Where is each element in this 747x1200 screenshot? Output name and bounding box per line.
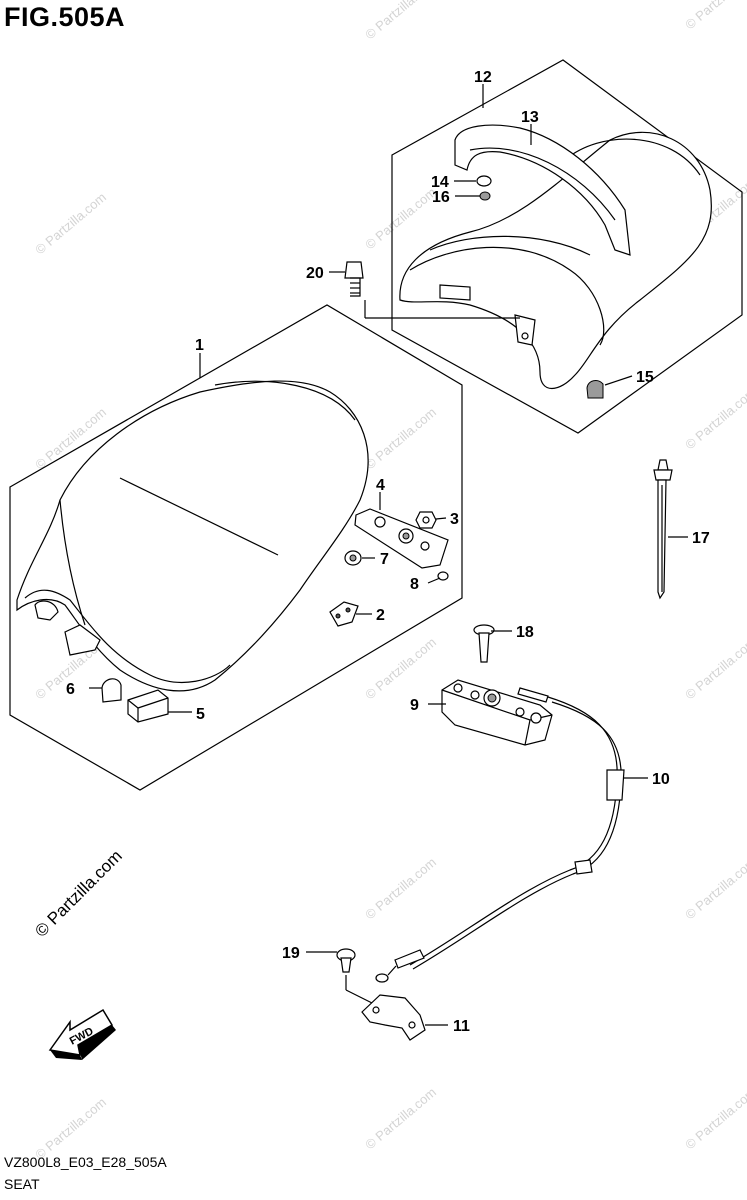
cable-sleeve	[574, 859, 593, 875]
watermark: © Partzilla.com	[682, 384, 747, 452]
watermark: © Partzilla.com	[32, 189, 109, 257]
rear-seat-seam	[564, 138, 701, 176]
front-seat-group	[9, 304, 463, 791]
watermark: © Partzilla.com	[682, 634, 747, 702]
watermark: © Partzilla.com	[362, 184, 439, 252]
callout-11: 11	[453, 1018, 470, 1035]
part-2-clip	[329, 601, 359, 627]
callout-7: 7	[380, 551, 389, 568]
front-seat-seam	[119, 477, 279, 556]
callout-12: 12	[474, 69, 492, 86]
callout-5: 5	[196, 706, 205, 723]
callout-6: 6	[66, 681, 75, 698]
callout-17: 17	[692, 530, 710, 547]
part-20-bolt	[344, 261, 364, 297]
part-10-cable	[412, 701, 622, 970]
front-seat-seam	[214, 380, 356, 421]
callout-4: 4	[376, 477, 385, 494]
watermark: © Partzilla.com	[682, 1084, 747, 1152]
part-8-nut	[437, 571, 449, 581]
rear-seat-tab	[439, 284, 471, 301]
front-seat-bracket	[64, 624, 101, 656]
fwd-arrow: FWD	[48, 1008, 116, 1060]
part-17-pin	[653, 459, 673, 600]
watermark: © Partzilla.com	[362, 634, 439, 702]
plate-hole	[402, 532, 410, 540]
front-seat-seam	[24, 589, 231, 683]
watermark: © Partzilla.com	[362, 1084, 439, 1152]
rear-seat-group	[364, 59, 743, 434]
watermark: © Partzilla.com	[682, 0, 747, 32]
part-11-bracket	[361, 994, 426, 1041]
callout-20: 20	[306, 265, 324, 282]
part-16-nut	[479, 191, 491, 201]
rear-seat-tab	[514, 314, 536, 346]
part-14-washer	[476, 175, 492, 187]
callout-1: 1	[195, 337, 204, 354]
watermark: © Partzilla.com	[362, 0, 439, 42]
leader-lines	[89, 84, 688, 1026]
rear-seat-hole	[521, 332, 529, 340]
front-seat-frame	[9, 304, 463, 791]
part-15-cushion	[586, 380, 604, 399]
callout-9: 9	[410, 697, 419, 714]
watermark: © Partzilla.com	[682, 854, 747, 922]
callout-13: 13	[521, 109, 539, 126]
rear-seat-seam	[409, 246, 605, 346]
part-6-cushion	[101, 678, 122, 703]
front-seat-seam	[59, 499, 86, 626]
callout-14: 14	[431, 174, 449, 191]
rear-seat-frame	[391, 59, 743, 434]
callout-8: 8	[410, 576, 419, 593]
rear-seat-seam	[429, 235, 591, 256]
callout-15: 15	[636, 369, 654, 386]
callout-19: 19	[282, 945, 300, 962]
plate-hole	[420, 541, 430, 551]
front-seat-hook	[34, 600, 59, 621]
callout-3: 3	[450, 511, 459, 528]
watermark: © Partzilla.com	[362, 854, 439, 922]
callout-18: 18	[516, 624, 534, 641]
grab-handle-edge	[469, 147, 616, 221]
watermark-large: © Partzilla.com	[31, 846, 125, 940]
figure-title: FIG.505A	[4, 2, 126, 32]
cable-end	[394, 949, 425, 969]
plate-hole	[374, 516, 386, 528]
watermark: © Partzilla.com	[362, 404, 439, 472]
cable-sleeve	[606, 769, 625, 801]
watermark: © Partzilla.com	[32, 1094, 109, 1162]
cable-end	[517, 687, 549, 703]
callout-16: 16	[432, 189, 450, 206]
diagram-code: VZ800L8_E03_E28_505A	[4, 1154, 167, 1170]
diagram-name: SEAT	[4, 1176, 40, 1192]
callout-10: 10	[652, 771, 670, 788]
callout-labels: 1 2 3 4 5 6 7 8 9 10 11 12 13 14 15 16 1…	[66, 69, 710, 1035]
front-seat-body	[16, 380, 369, 692]
part-18-screw	[473, 624, 495, 663]
grab-handle	[454, 124, 631, 256]
callout-2: 2	[376, 607, 385, 624]
part-19-screw	[336, 948, 373, 1004]
part-9-lock-body	[441, 679, 553, 746]
part-5-pad	[127, 689, 169, 723]
